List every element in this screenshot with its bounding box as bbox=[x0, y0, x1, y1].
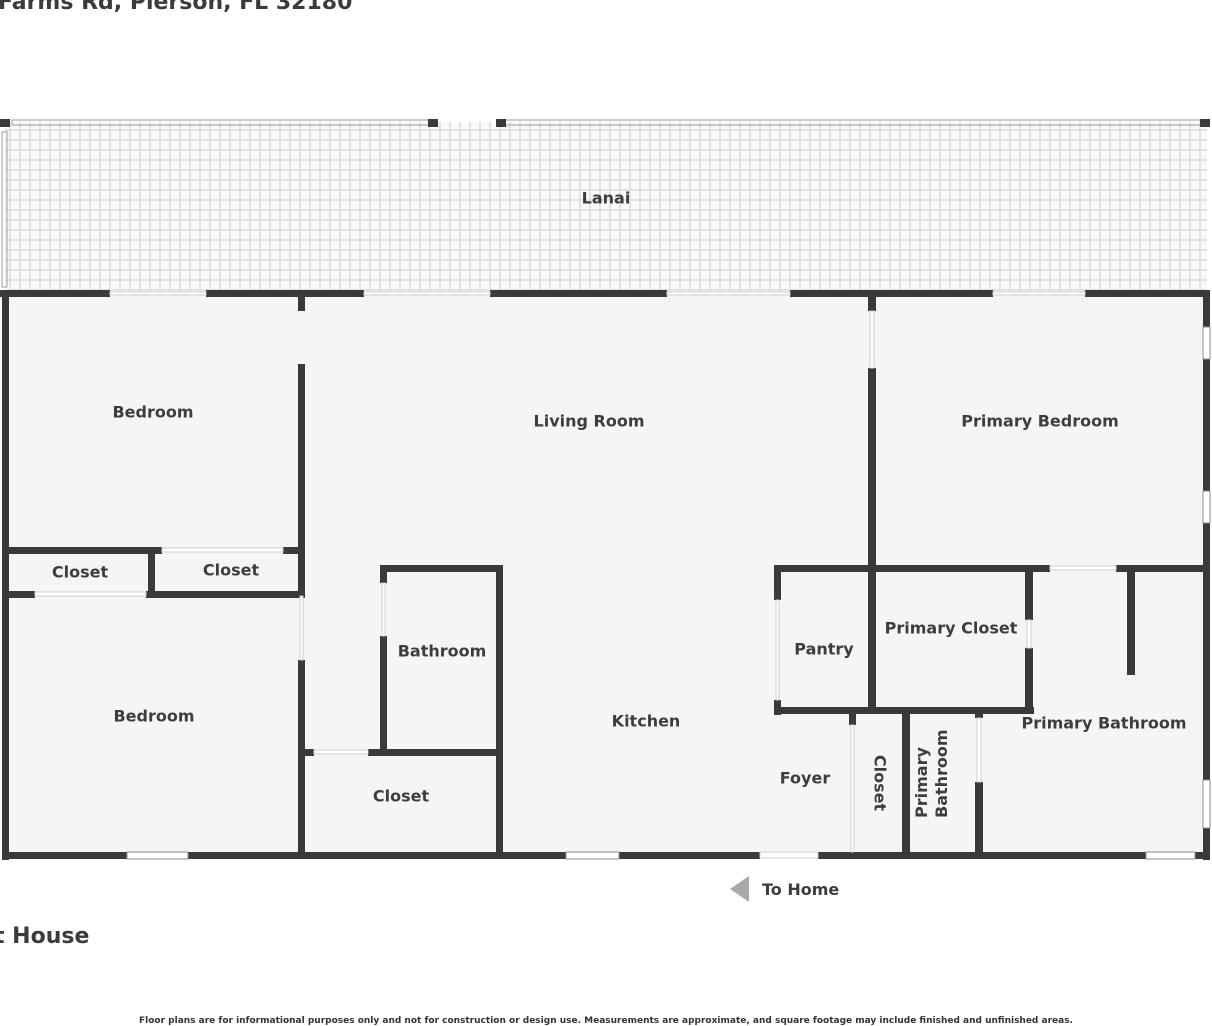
lanai-posts bbox=[0, 119, 1210, 127]
left-arrow-icon bbox=[730, 876, 749, 902]
room-label-kitchen: Kitchen bbox=[611, 711, 681, 731]
room-label-primary-closet: Primary Closet bbox=[884, 618, 1018, 638]
room-label-closet-right: Closet bbox=[202, 560, 260, 580]
building-title: t House bbox=[0, 924, 90, 949]
room-label-living-room: Living Room bbox=[533, 411, 645, 431]
to-home-marker: To Home bbox=[730, 876, 839, 902]
room-label-closet-bottom: Closet bbox=[372, 786, 430, 806]
lanai-area bbox=[5, 122, 1207, 293]
room-label-bedroom-bottom: Bedroom bbox=[113, 706, 195, 726]
to-home-label: To Home bbox=[762, 879, 840, 899]
property-address: Farms Rd, Pierson, FL 32180 bbox=[0, 0, 353, 15]
room-label-pantry: Pantry bbox=[794, 639, 854, 659]
room-label-primary-bathroom: Primary Bathroom bbox=[1021, 713, 1187, 733]
room-label-closet-left: Closet bbox=[51, 562, 109, 582]
walls bbox=[0, 290, 1210, 860]
door-openings bbox=[34, 291, 1117, 859]
room-label-closet-foyer: Closet bbox=[870, 754, 890, 812]
room-label-foyer: Foyer bbox=[779, 768, 831, 788]
room-label-bathroom: Bathroom bbox=[397, 641, 487, 661]
room-label-bedroom-top: Bedroom bbox=[112, 402, 194, 422]
room-label-lanai: Lanai bbox=[581, 188, 631, 208]
footer-disclaimer: Floor plans are for informational purpos… bbox=[139, 1016, 1073, 1026]
windows bbox=[126, 326, 1211, 860]
room-label-primary-bathroom-small: Primary Bathroom bbox=[912, 729, 951, 818]
room-label-primary-bedroom: Primary Bedroom bbox=[961, 411, 1119, 431]
interior-floor bbox=[5, 293, 1207, 855]
